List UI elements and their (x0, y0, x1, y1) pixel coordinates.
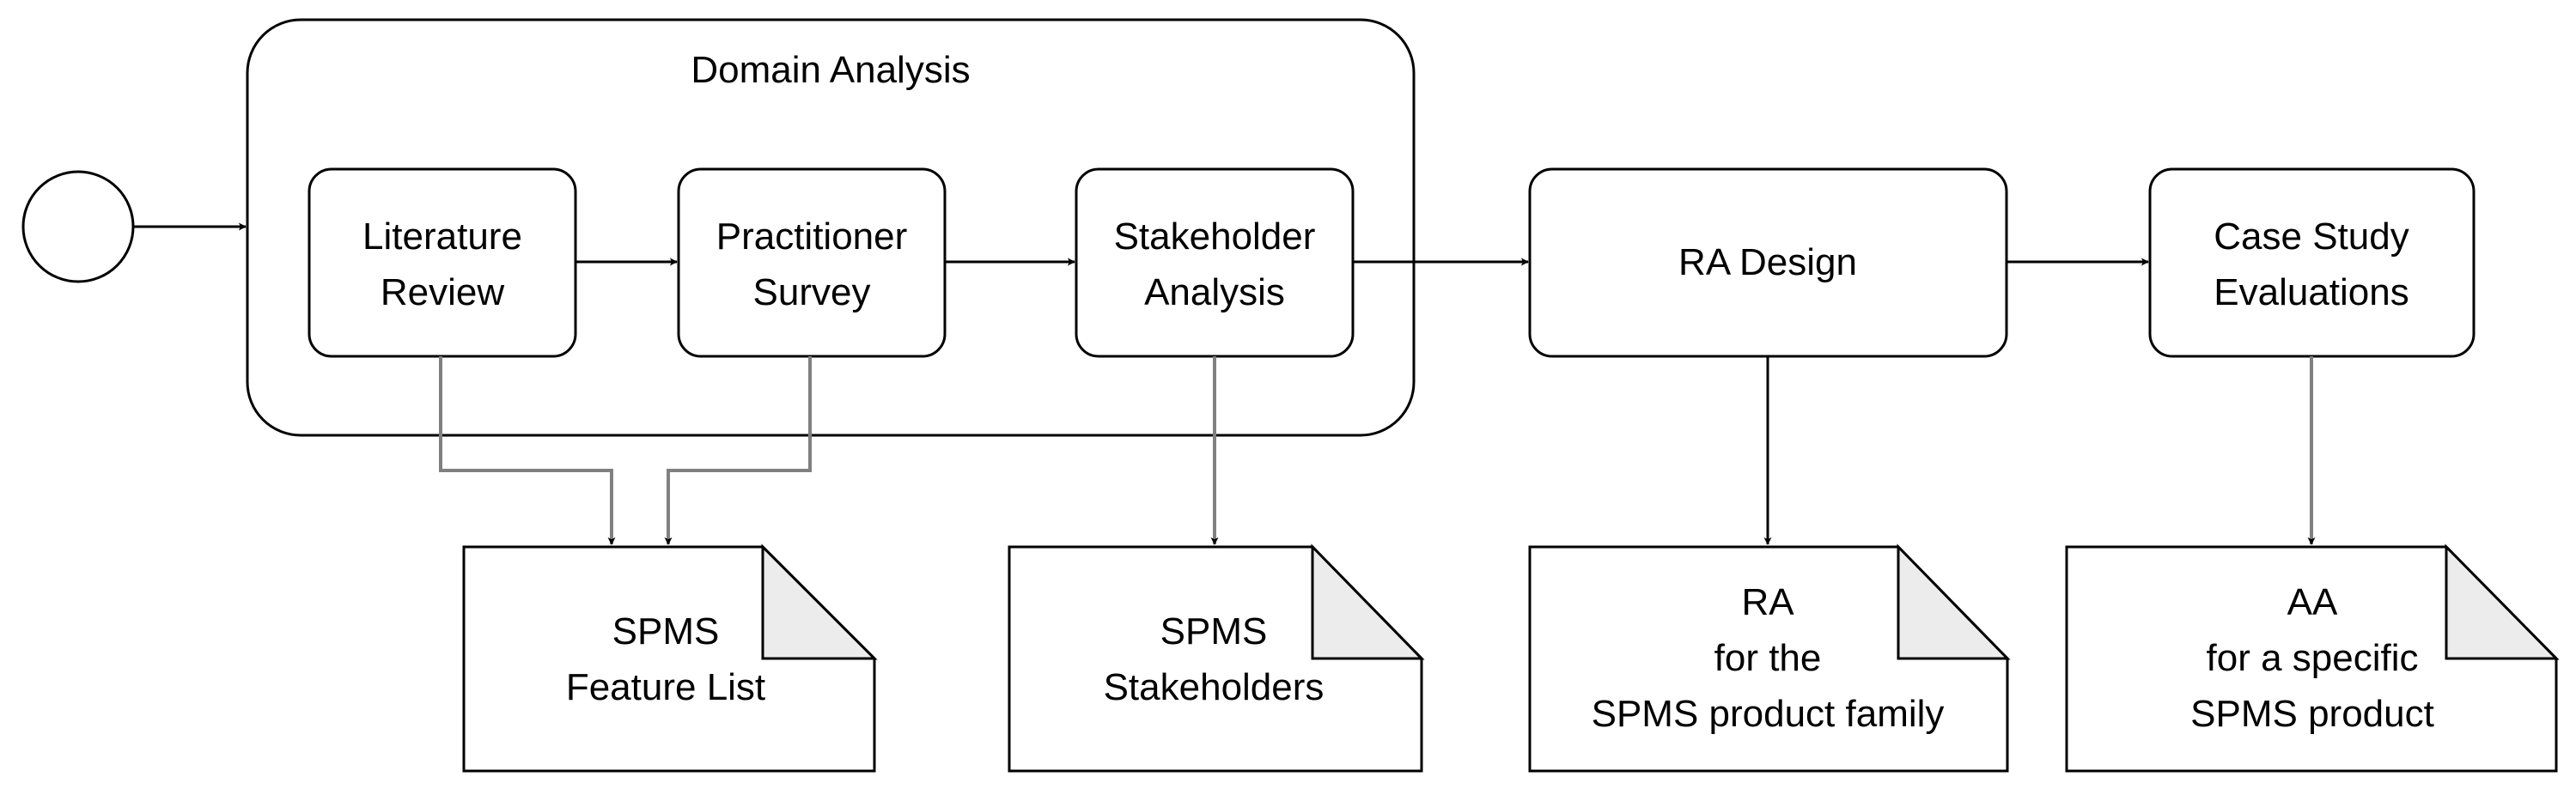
activity-literature-review-label: Literature (362, 215, 522, 258)
document-spms-feature-list[interactable]: SPMS Feature List (462, 543, 878, 773)
document-aa-specific-product-label: SPMS product (2190, 693, 2434, 735)
activity-case-study-evaluations-label: Evaluations (2214, 271, 2409, 313)
activity-stakeholder-analysis-label: Stakeholder (1114, 215, 1316, 258)
document-spms-feature-list-label: Feature List (566, 666, 765, 708)
domain-analysis-label: Domain Analysis (691, 49, 970, 91)
activity-literature-review[interactable]: Literature Review (308, 167, 577, 358)
activity-case-study-evaluations-label: Case Study (2214, 215, 2409, 258)
activity-practitioner-survey-label: Practitioner (716, 215, 908, 258)
document-spms-stakeholders-label: Stakeholders (1104, 666, 1325, 708)
document-spms-feature-list-label: SPMS (612, 610, 720, 652)
document-spms-stakeholders[interactable]: SPMS Stakeholders (1008, 543, 1425, 773)
activity-ra-design-label: RA Design (1678, 241, 1857, 283)
activity-literature-review-label: Review (381, 271, 504, 313)
activity-ra-design[interactable]: RA Design (1528, 167, 2008, 358)
activity-practitioner-survey-label: Survey (753, 271, 871, 313)
document-ra-product-family-label: for the (1714, 637, 1822, 679)
document-ra-product-family-label: SPMS product family (1592, 693, 1945, 735)
edge-literature-to-feature-list (439, 356, 616, 545)
document-aa-specific-product-label: AA (2287, 581, 2338, 623)
activity-stakeholder-analysis[interactable]: Stakeholder Analysis (1075, 167, 1355, 358)
document-spms-stakeholders-label: SPMS (1160, 610, 1268, 652)
document-aa-specific-product[interactable]: AA for a specific SPMS product (2065, 543, 2560, 773)
activity-stakeholder-analysis-label: Analysis (1144, 271, 1285, 313)
activity-practitioner-survey[interactable]: Practitioner Survey (677, 167, 947, 358)
activity-case-study-evaluations[interactable]: Case Study Evaluations (2148, 167, 2476, 358)
document-aa-specific-product-label: for a specific (2207, 637, 2419, 679)
start-node[interactable] (21, 170, 135, 283)
document-ra-product-family[interactable]: RA for the SPMS product family (1528, 543, 2011, 773)
edge-practitioner-to-feature-list (664, 356, 812, 545)
document-ra-product-family-label: RA (1741, 581, 1794, 623)
